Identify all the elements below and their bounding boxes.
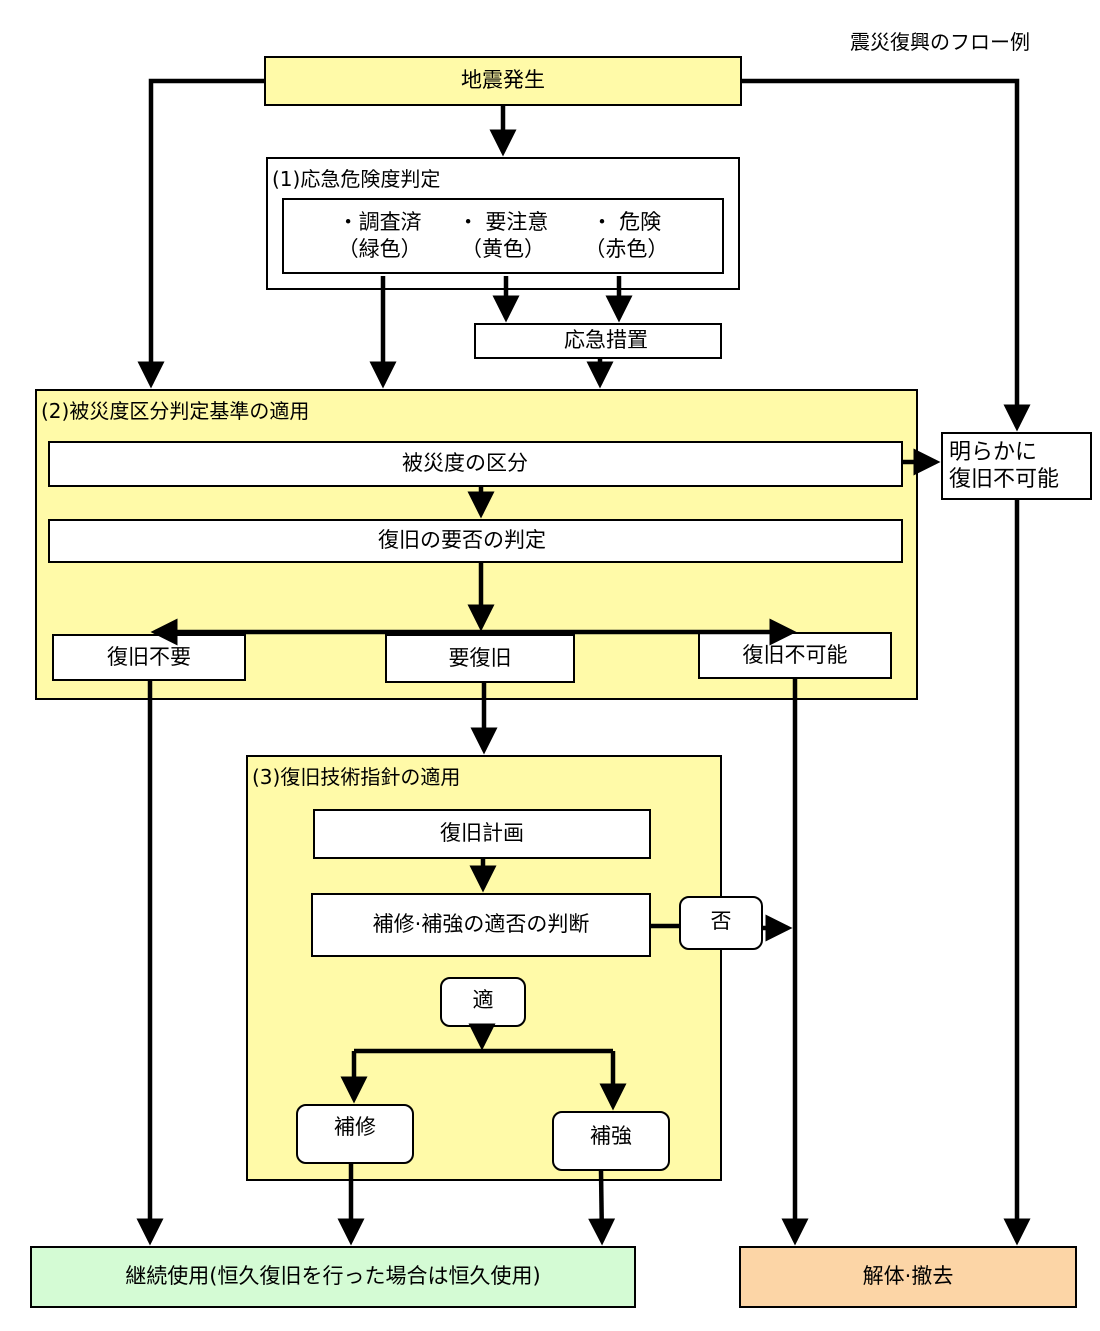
result-danger: ・ 危険 （赤色）	[584, 209, 669, 261]
obviously-impossible-box: 明らかに 復旧不可能	[941, 432, 1092, 500]
step1-title: (1)応急危険度判定	[272, 167, 441, 191]
reinforce-box: 補強	[552, 1111, 670, 1171]
impossible-box: 復旧不可能	[698, 632, 892, 679]
step3-title: (3)復旧技術指針の適用	[252, 765, 461, 789]
restoration-need-box: 復旧の要否の判定	[48, 519, 903, 563]
demolish-box: 解体·撤去	[739, 1246, 1077, 1308]
repair-box: 補修	[296, 1104, 414, 1164]
diagram-title: 震災復興のフロー例	[850, 30, 1030, 54]
earthquake-box: 地震発生	[264, 56, 742, 106]
yes-box: 適	[440, 977, 526, 1027]
arrow-start-step2	[137, 78, 264, 389]
repair-reinforce-judgement-box: 補修·補強の適否の判断	[311, 893, 651, 957]
needed-box: 要復旧	[385, 634, 575, 683]
step1-group: (1)応急危険度判定	[266, 157, 740, 290]
continue-use-box: 継続使用(恒久復旧を行った場合は恒久使用)	[30, 1246, 636, 1308]
not-needed-box: 復旧不要	[52, 634, 246, 681]
restoration-plan-box: 復旧計画	[313, 809, 651, 859]
damage-classification-box: 被災度の区分	[48, 441, 903, 487]
no-box: 否	[679, 896, 763, 950]
arrow-reinforce-continue	[588, 1170, 616, 1246]
result-caution: ・ 要注意 （黄色）	[457, 209, 549, 261]
result-inspected: ・調査済 （緑色）	[337, 209, 422, 261]
earthquake-label: 地震発生	[461, 68, 545, 93]
step1-results-box: ・調査済 （緑色） ・ 要注意 （黄色） ・ 危険 （赤色）	[282, 198, 724, 274]
emergency-measures-box: 応急措置	[474, 323, 722, 359]
arrow-start-impossible	[742, 78, 1031, 432]
step2-title: (2)被災度区分判定基準の適用	[41, 399, 310, 423]
